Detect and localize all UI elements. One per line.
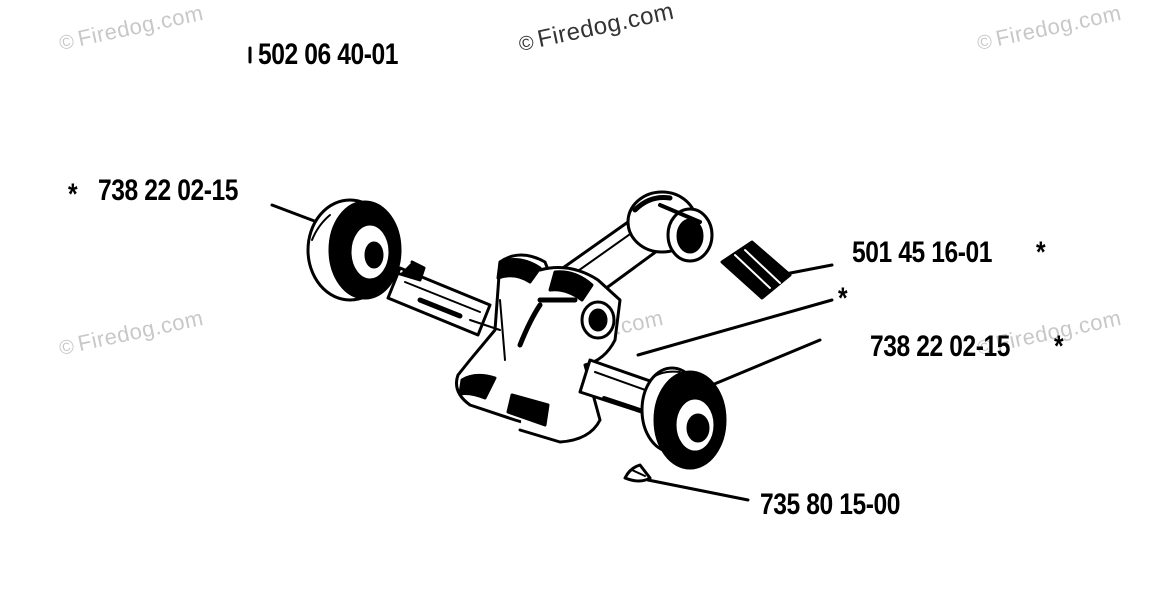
part-number-needle-bearing: 501 45 16-01 [852, 236, 993, 269]
part-number-bearing-right: 738 22 02-15 [870, 330, 1011, 363]
leader-line [636, 298, 834, 357]
leader-line [646, 478, 750, 502]
leader-line [710, 338, 822, 387]
part-number-bearing-left: 738 22 02-15 [98, 174, 239, 207]
asterisk-mark: * [68, 178, 78, 211]
part-number-key: 735 80 15-00 [760, 488, 901, 521]
asterisk-mark: * [838, 282, 848, 315]
part-number-assembly: 502 06 40-01 [258, 38, 399, 71]
asterisk-mark: * [1054, 330, 1064, 363]
asterisk-mark: * [1036, 236, 1046, 269]
